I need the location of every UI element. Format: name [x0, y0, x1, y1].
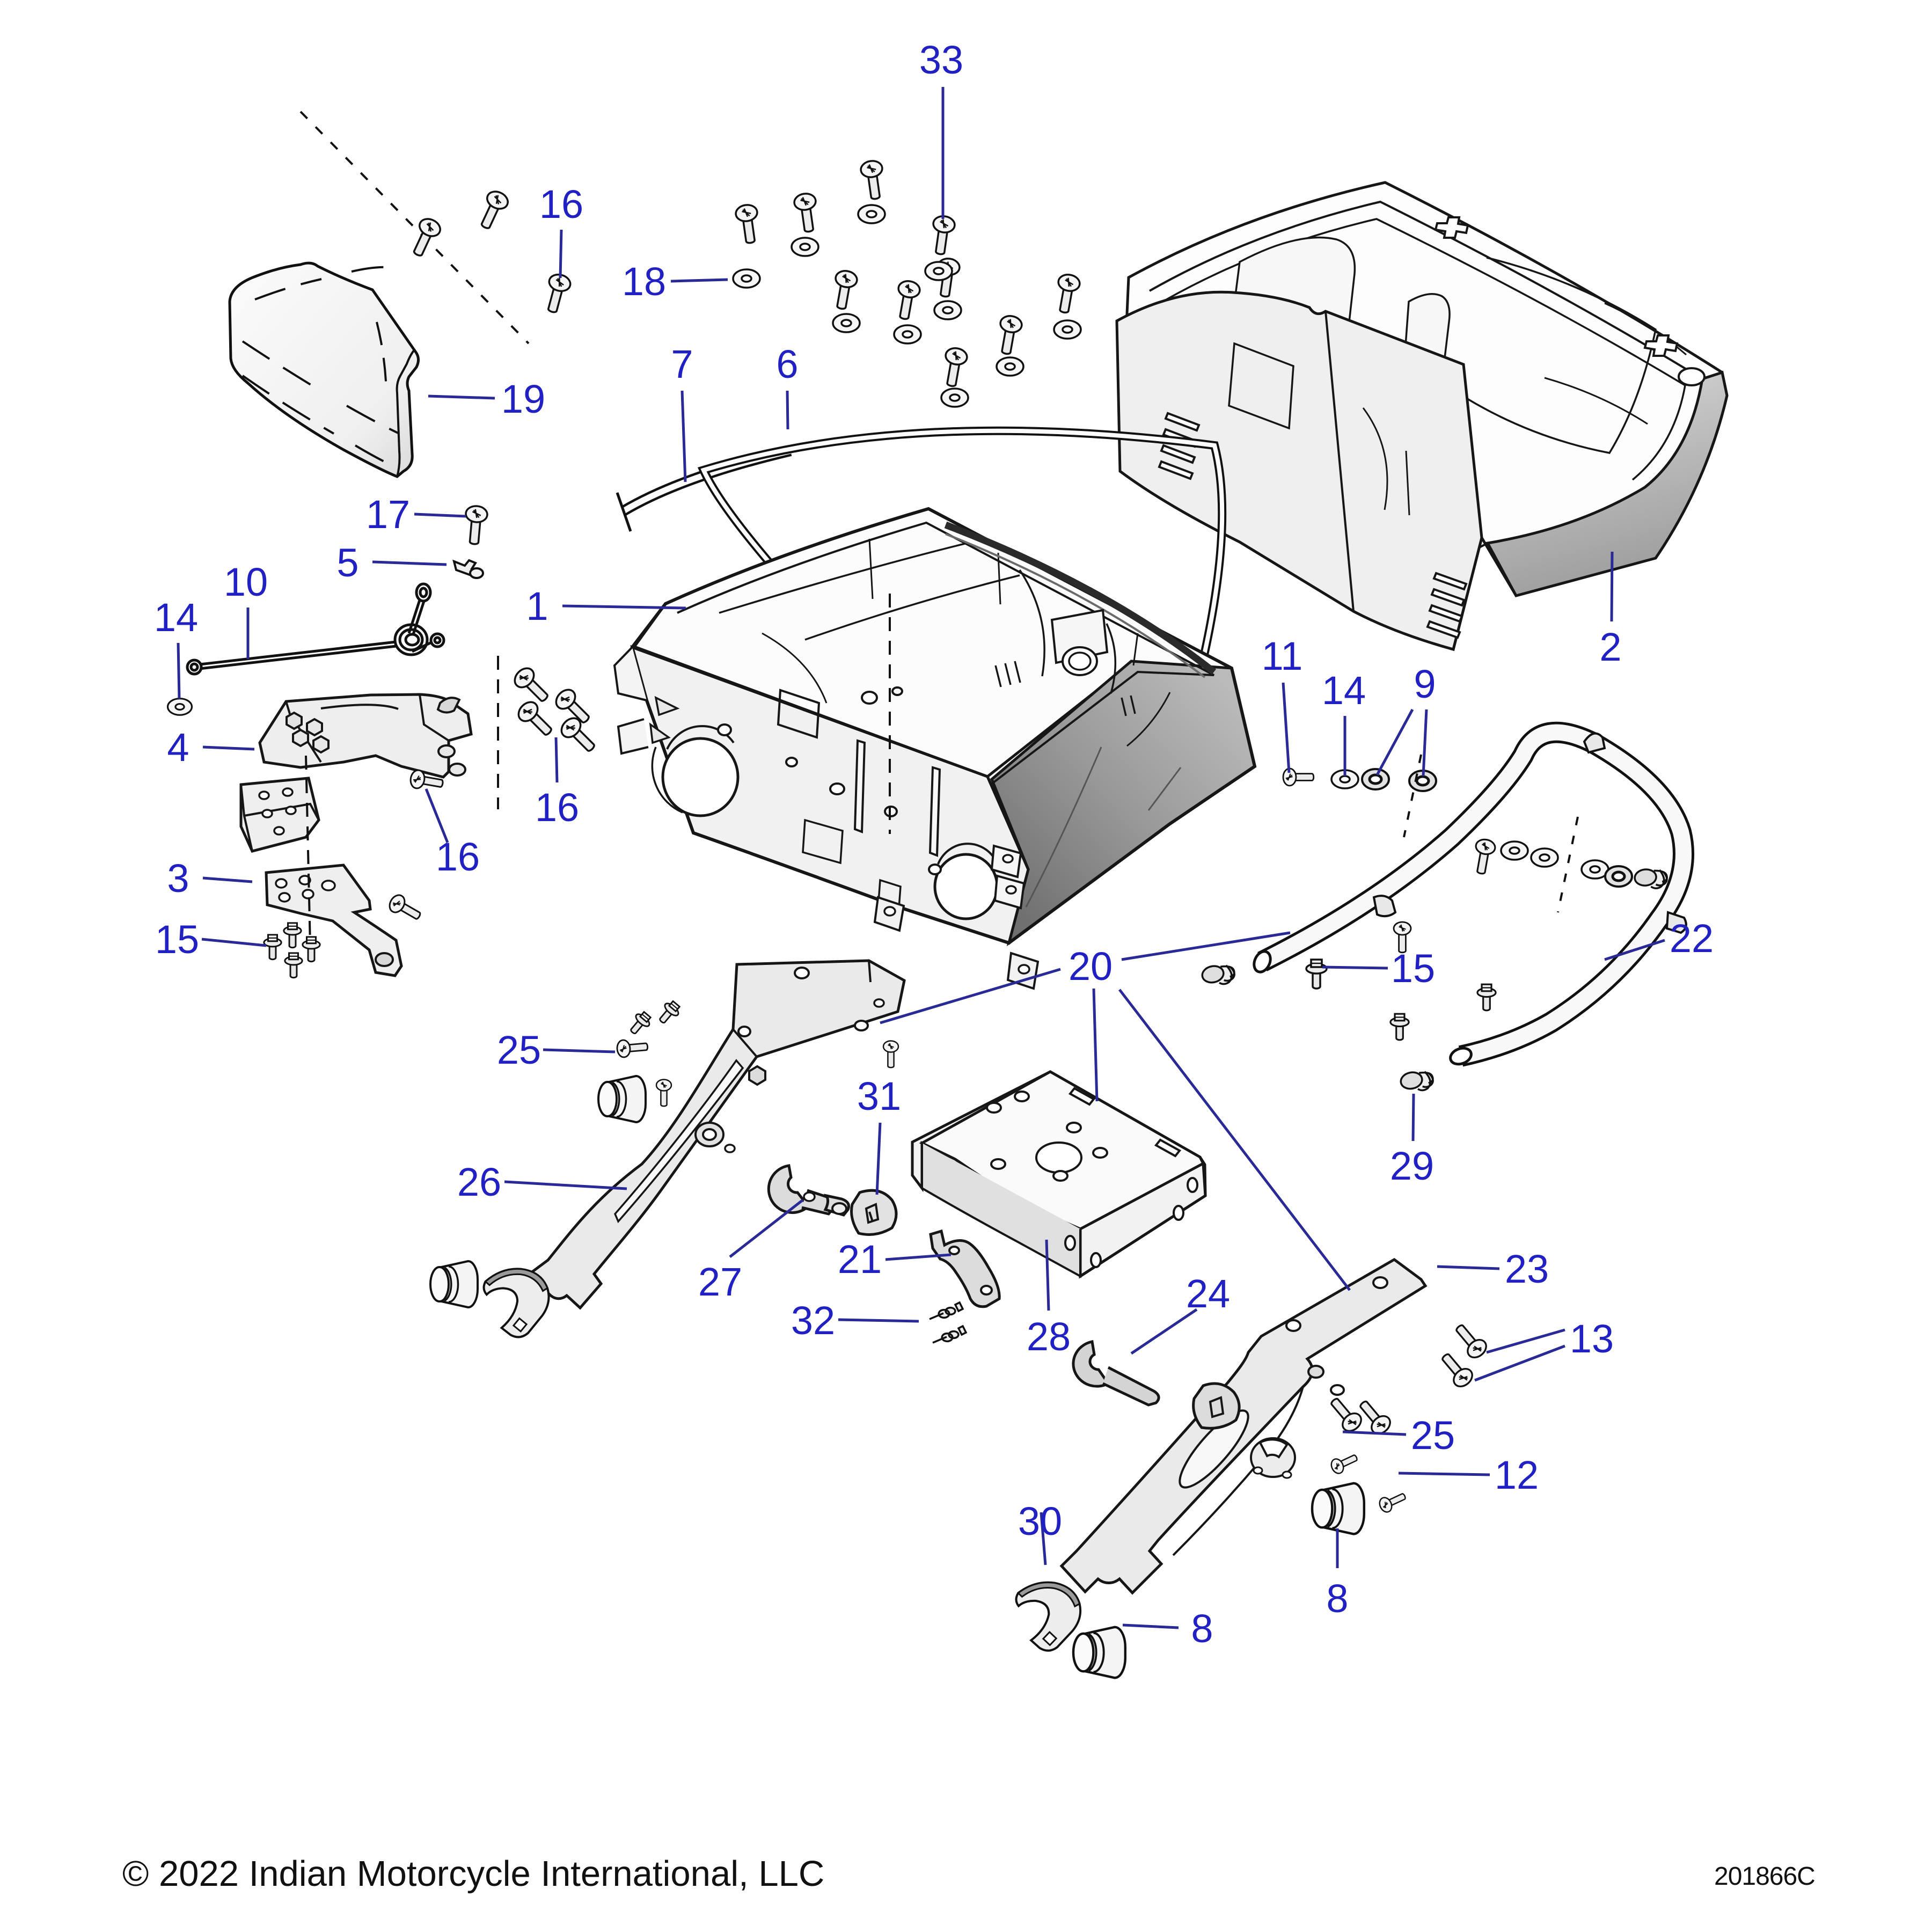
svg-text:30: 30 [1018, 1499, 1062, 1543]
svg-text:20: 20 [1069, 944, 1113, 989]
svg-text:27: 27 [698, 1260, 742, 1304]
svg-text:28: 28 [1027, 1314, 1071, 1359]
svg-text:33: 33 [919, 38, 963, 82]
svg-text:22: 22 [1670, 916, 1714, 961]
svg-text:13: 13 [1570, 1316, 1614, 1361]
svg-text:16: 16 [535, 785, 579, 830]
svg-text:25: 25 [1411, 1413, 1455, 1458]
svg-text:5: 5 [336, 540, 358, 585]
svg-text:6: 6 [776, 342, 798, 386]
svg-text:21: 21 [838, 1237, 882, 1282]
svg-text:9: 9 [1414, 662, 1436, 706]
svg-text:14: 14 [1322, 668, 1366, 713]
svg-text:11: 11 [1262, 634, 1303, 678]
svg-text:2: 2 [1599, 625, 1621, 669]
svg-text:8: 8 [1191, 1606, 1213, 1651]
svg-text:31: 31 [857, 1074, 901, 1118]
svg-text:© 2022 Indian Motorcycle Inter: © 2022 Indian Motorcycle International, … [122, 1854, 824, 1894]
svg-text:25: 25 [497, 1028, 541, 1072]
svg-text:24: 24 [1186, 1271, 1230, 1316]
svg-text:201866C: 201866C [1714, 1862, 1815, 1891]
svg-text:26: 26 [457, 1160, 501, 1204]
svg-text:18: 18 [622, 259, 666, 304]
svg-text:4: 4 [167, 725, 189, 770]
svg-text:16: 16 [539, 182, 583, 226]
svg-text:29: 29 [1390, 1144, 1434, 1188]
svg-text:14: 14 [154, 595, 198, 640]
svg-text:7: 7 [671, 342, 693, 386]
svg-text:15: 15 [1391, 946, 1435, 991]
svg-text:15: 15 [155, 917, 199, 962]
svg-text:1: 1 [526, 584, 548, 628]
svg-text:16: 16 [436, 835, 480, 879]
svg-text:19: 19 [501, 377, 545, 421]
svg-text:32: 32 [791, 1298, 835, 1343]
svg-text:17: 17 [366, 492, 410, 537]
svg-text:3: 3 [167, 856, 189, 901]
svg-text:23: 23 [1505, 1247, 1549, 1291]
svg-text:8: 8 [1326, 1576, 1348, 1621]
svg-text:12: 12 [1495, 1453, 1539, 1497]
svg-text:10: 10 [224, 560, 268, 604]
